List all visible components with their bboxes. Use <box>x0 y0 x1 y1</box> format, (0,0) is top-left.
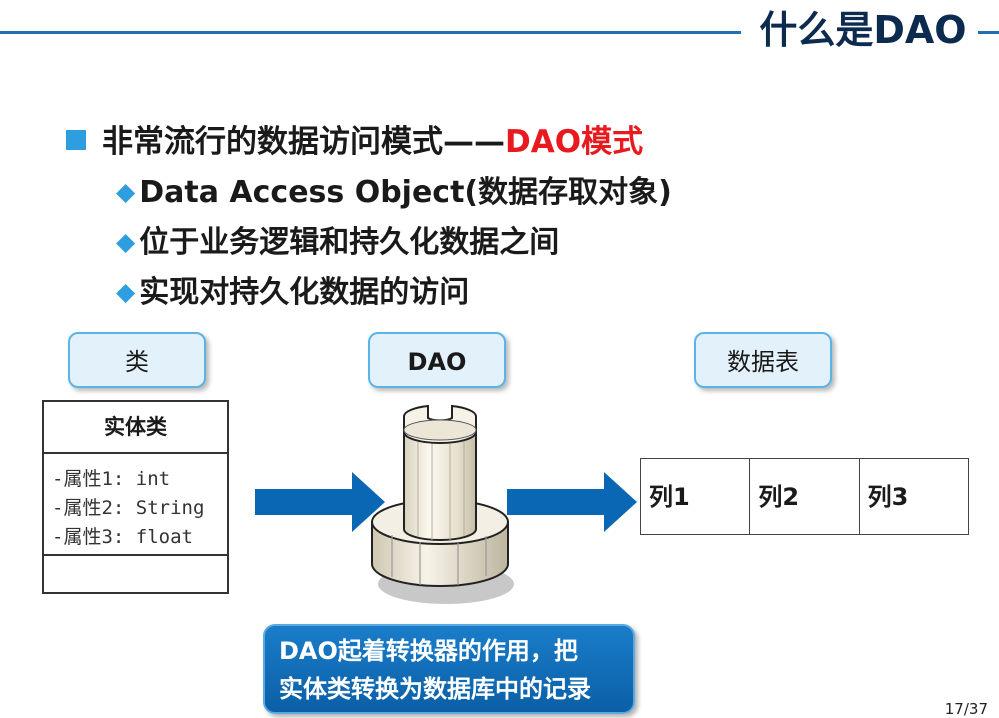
sub-bullet: ◆位于业务逻辑和持久化数据之间 <box>116 220 559 264</box>
arrow-right-icon <box>507 472 637 532</box>
dao-callout: DAO起着转换器的作用，把 实体类转换为数据库中的记录 <box>263 624 635 714</box>
sub-bullet-text: 实现对持久化数据的访问 <box>139 275 470 310</box>
sub-bullet: ◆Data Access Object(数据存取对象) <box>116 170 672 214</box>
class-label-box: 类 <box>68 332 206 388</box>
dao-label-box: DAO <box>368 332 506 388</box>
data-table-columns: 列1 列2 列3 <box>640 458 969 535</box>
square-bullet-icon <box>66 130 86 150</box>
page-title: 什么是DAO <box>759 8 967 52</box>
entity-attribute: -属性1: int <box>52 468 171 490</box>
table-label-box: 数据表 <box>694 332 832 388</box>
table-column: 列3 <box>867 483 909 511</box>
table-column: 列1 <box>641 459 751 534</box>
entity-attributes: -属性1: int -属性2: String -属性3: float <box>44 454 227 556</box>
sub-bullet-text: Data Access Object(数据存取对象) <box>139 175 672 210</box>
diamond-bullet-icon: ◆ <box>116 227 136 256</box>
sub-bullet: ◆实现对持久化数据的访问 <box>116 270 469 314</box>
title-rule-left <box>0 31 741 34</box>
title-rule-right <box>978 31 999 34</box>
entity-class-table: 实体类 -属性1: int -属性2: String -属性3: float <box>42 400 229 594</box>
diamond-bullet-icon: ◆ <box>116 177 136 206</box>
entity-attribute: -属性2: String <box>52 497 205 519</box>
entity-class-title: 实体类 <box>44 402 227 454</box>
callout-line: DAO起着转换器的作用，把 <box>279 637 578 665</box>
arrow-right-icon <box>255 472 385 532</box>
dao-adapter-icon <box>371 404 514 604</box>
entity-attribute: -属性3: float <box>52 526 193 548</box>
table-column: 列2 <box>750 459 860 534</box>
main-bullet-text: 非常流行的数据访问模式—— <box>102 124 505 160</box>
diamond-bullet-icon: ◆ <box>116 277 136 306</box>
callout-line: 实体类转换为数据库中的记录 <box>279 675 591 703</box>
sub-bullet-text: 位于业务逻辑和持久化数据之间 <box>139 225 560 260</box>
page-number: 17/37 <box>944 700 988 718</box>
main-bullet: 非常流行的数据访问模式——DAO模式 <box>66 118 643 166</box>
main-bullet-highlight: DAO模式 <box>505 124 644 160</box>
